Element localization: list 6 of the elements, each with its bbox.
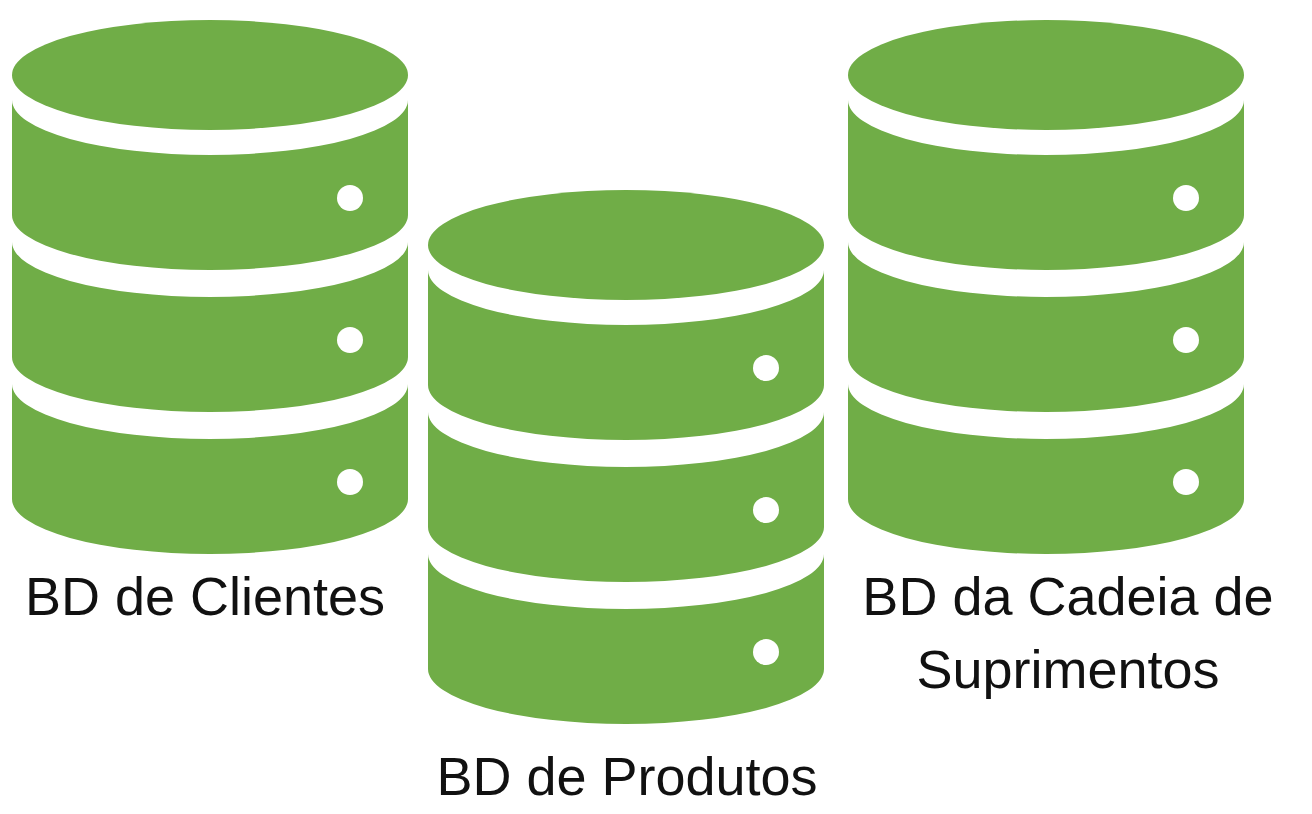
database-cylinder [848,20,1244,554]
database-cylinder [428,190,824,724]
database-label: BD de Produtos [435,745,819,808]
database-label: BD da Cadeia de Suprimentos [861,565,1275,701]
database-label: BD de Clientes [23,565,387,628]
database-cylinder [12,20,408,554]
